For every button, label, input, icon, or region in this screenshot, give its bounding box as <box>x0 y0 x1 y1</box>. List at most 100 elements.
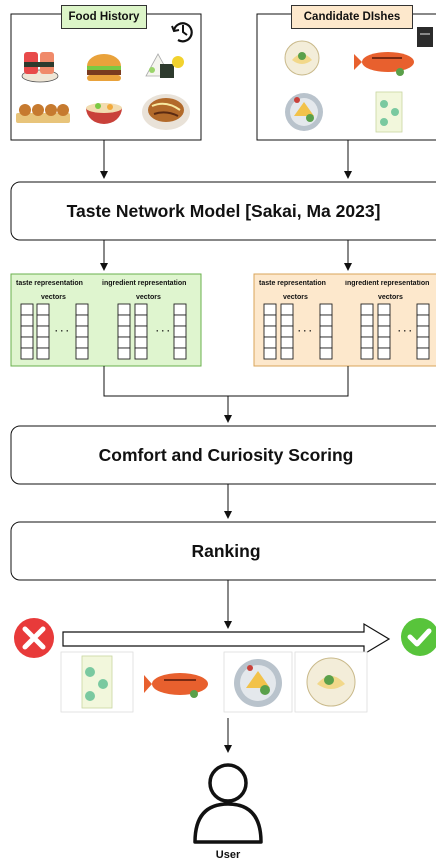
vector-cell <box>173 303 187 316</box>
vector-cell <box>134 347 148 360</box>
user-icon <box>193 763 263 844</box>
vector-cell <box>280 347 294 360</box>
ranking-box <box>10 521 436 581</box>
vector-cell <box>319 325 333 338</box>
history-taste-vector-column <box>20 303 34 360</box>
vector-cell <box>134 336 148 349</box>
vector-cell <box>20 314 34 327</box>
food-history-label: Food History <box>61 5 147 29</box>
candidate-ingredient-label: ingredient representation <box>345 280 430 287</box>
ranked-roll-icon <box>60 651 134 713</box>
candidate-ingredient-vectors: vectors <box>378 294 403 301</box>
history-ingredient-vector-column <box>117 303 131 360</box>
vector-cell <box>377 336 391 349</box>
onigiri-icon <box>145 53 184 78</box>
candidate-roll-icon <box>375 91 403 133</box>
vector-cell <box>117 325 131 338</box>
sushi-icon <box>21 52 59 83</box>
vector-cell <box>416 303 430 316</box>
vector-cell <box>280 325 294 338</box>
vector-cell <box>117 347 131 360</box>
candidate-ingredient-dots: · · · <box>398 326 412 336</box>
burger-icon <box>87 54 121 81</box>
vector-cell <box>20 347 34 360</box>
vector-cell <box>377 314 391 327</box>
vector-cell <box>360 347 374 360</box>
takoyaki-icon <box>16 104 70 123</box>
vector-cell <box>75 325 89 338</box>
vector-cell <box>280 303 294 316</box>
candidate-taste-vectors: vectors <box>283 294 308 301</box>
vector-cell <box>319 303 333 316</box>
history-taste-vectors: vectors <box>41 294 66 301</box>
candidate-dishes-label: Candidate DIshes <box>291 5 413 29</box>
candidate-taste-vector-column <box>263 303 277 360</box>
vector-cell <box>117 336 131 349</box>
history-taste-vector-column <box>36 303 50 360</box>
vector-cell <box>416 314 430 327</box>
history-taste-dots: · · · <box>55 326 69 336</box>
candidate-ingredient-vector-column <box>360 303 374 360</box>
vector-cell <box>319 314 333 327</box>
history-ingredient-vector-column <box>173 303 187 360</box>
candidate-soup-icon <box>284 40 320 76</box>
vector-cell <box>36 303 50 316</box>
vector-cell <box>319 336 333 349</box>
history-ingredient-dots: · · · <box>156 326 170 336</box>
merge-connector <box>103 366 349 397</box>
history-ingredient-vector-column <box>134 303 148 360</box>
vector-cell <box>75 336 89 349</box>
vector-cell <box>280 336 294 349</box>
candidate-ingredient-vector-column <box>416 303 430 360</box>
vector-cell <box>36 325 50 338</box>
scoring-title: Comfort and Curiosity Scoring <box>98 444 354 465</box>
vector-cell <box>117 314 131 327</box>
vector-cell <box>75 314 89 327</box>
vector-cell <box>416 325 430 338</box>
candidate-dishes-panel <box>256 13 436 141</box>
candidate-fish-icon <box>354 52 414 76</box>
history-ingredient-label: ingredient representation <box>102 280 187 287</box>
vector-cell <box>173 325 187 338</box>
vector-cell <box>75 347 89 360</box>
user-label: User <box>215 849 241 861</box>
scoring-box <box>10 425 436 485</box>
vector-cell <box>377 347 391 360</box>
vector-cell <box>377 325 391 338</box>
vector-cell <box>377 303 391 316</box>
vector-cell <box>263 303 277 316</box>
vector-cell <box>117 303 131 316</box>
vector-cell <box>20 336 34 349</box>
history-ingredient-vectors: vectors <box>136 294 161 301</box>
history-taste-vector-column <box>75 303 89 360</box>
vector-cell <box>75 303 89 316</box>
vector-cell <box>36 314 50 327</box>
vector-cell <box>134 325 148 338</box>
history-taste-label: taste representation <box>16 280 83 287</box>
ranking-title: Ranking <box>191 540 261 561</box>
food-history-text: Food History <box>68 11 140 23</box>
candidate-taste-vector-column <box>319 303 333 360</box>
candidate-taste-vector-column <box>280 303 294 360</box>
vector-cell <box>173 347 187 360</box>
vector-cell <box>416 347 430 360</box>
ranked-fish-icon <box>143 654 215 710</box>
vector-cell <box>416 336 430 349</box>
vector-cell <box>134 303 148 316</box>
okonomiyaki-icon <box>142 94 190 130</box>
candidate-dishes-text: Candidate DIshes <box>303 11 401 23</box>
ranked-cutlet-icon <box>223 651 293 713</box>
vector-cell <box>134 314 148 327</box>
vector-cell <box>360 303 374 316</box>
candidate-taste-dots: · · · <box>298 326 312 336</box>
vector-cell <box>319 347 333 360</box>
noodle-bowl-icon <box>86 103 122 124</box>
vector-cell <box>173 314 187 327</box>
vector-cell <box>36 347 50 360</box>
ranking-order-arrow <box>62 622 391 656</box>
candidate-ingredient-vector-column <box>377 303 391 360</box>
vector-cell <box>360 325 374 338</box>
vector-cell <box>263 314 277 327</box>
